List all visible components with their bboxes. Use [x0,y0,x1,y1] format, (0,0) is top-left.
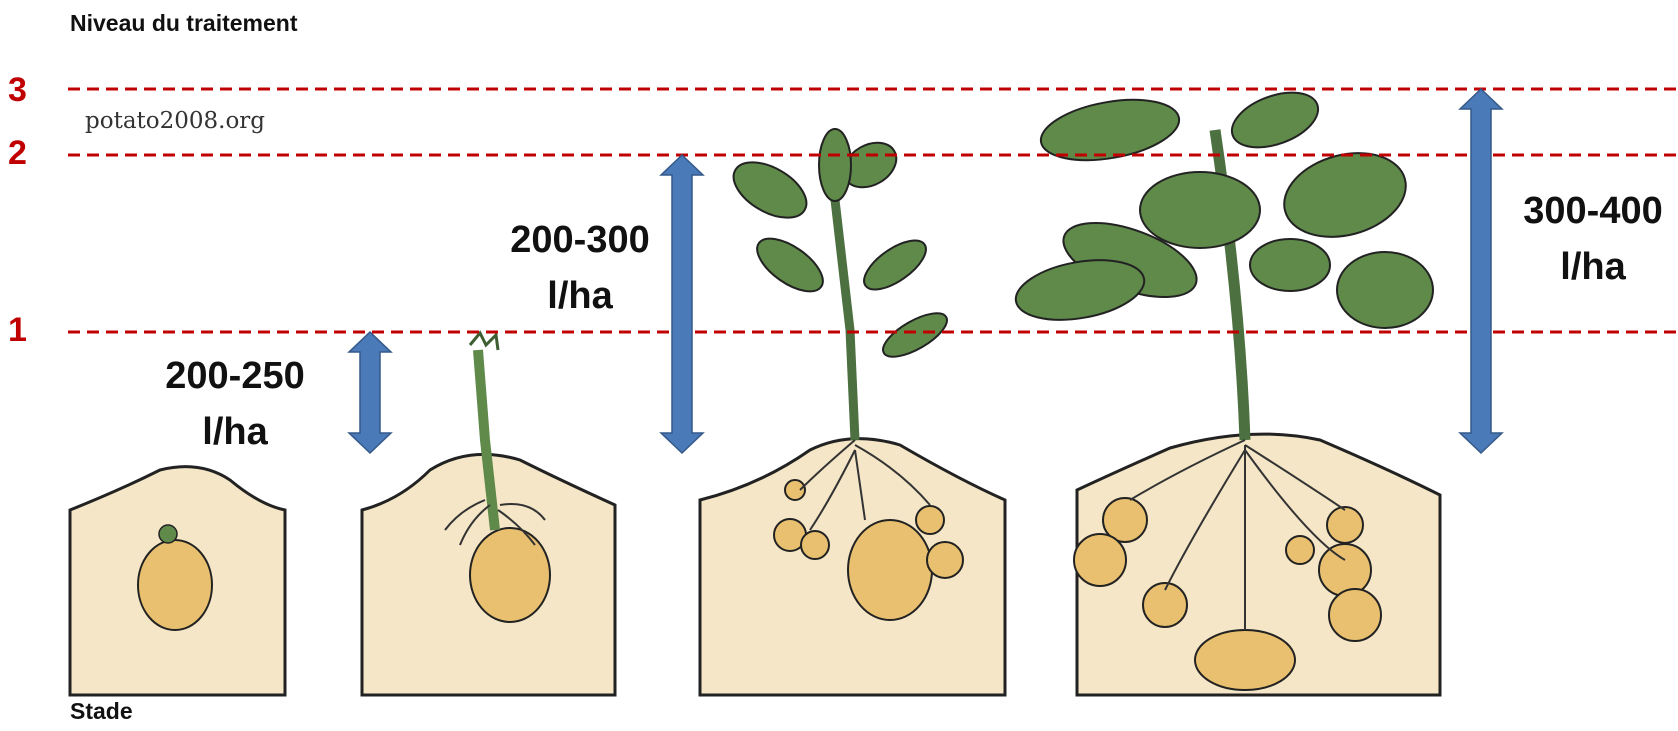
level-lines [68,89,1678,332]
rate-label-stage-1: 200-250 l/ha [150,348,320,460]
rate-value: 200-300 [495,212,665,268]
arrow-stage-1 [349,332,391,453]
arrow-stage-4 [1460,89,1502,453]
rate-value: 200-250 [150,348,320,404]
rate-value: 300-400 [1508,183,1678,239]
rate-unit: l/ha [1508,239,1678,295]
rate-unit: l/ha [495,268,665,324]
arrow-stage-2 [661,155,703,453]
rate-unit: l/ha [150,404,320,460]
rate-label-stage-4: 300-400 l/ha [1508,183,1678,295]
x-axis-label: Stade [70,698,133,725]
rate-label-stage-2: 200-300 l/ha [495,212,665,324]
